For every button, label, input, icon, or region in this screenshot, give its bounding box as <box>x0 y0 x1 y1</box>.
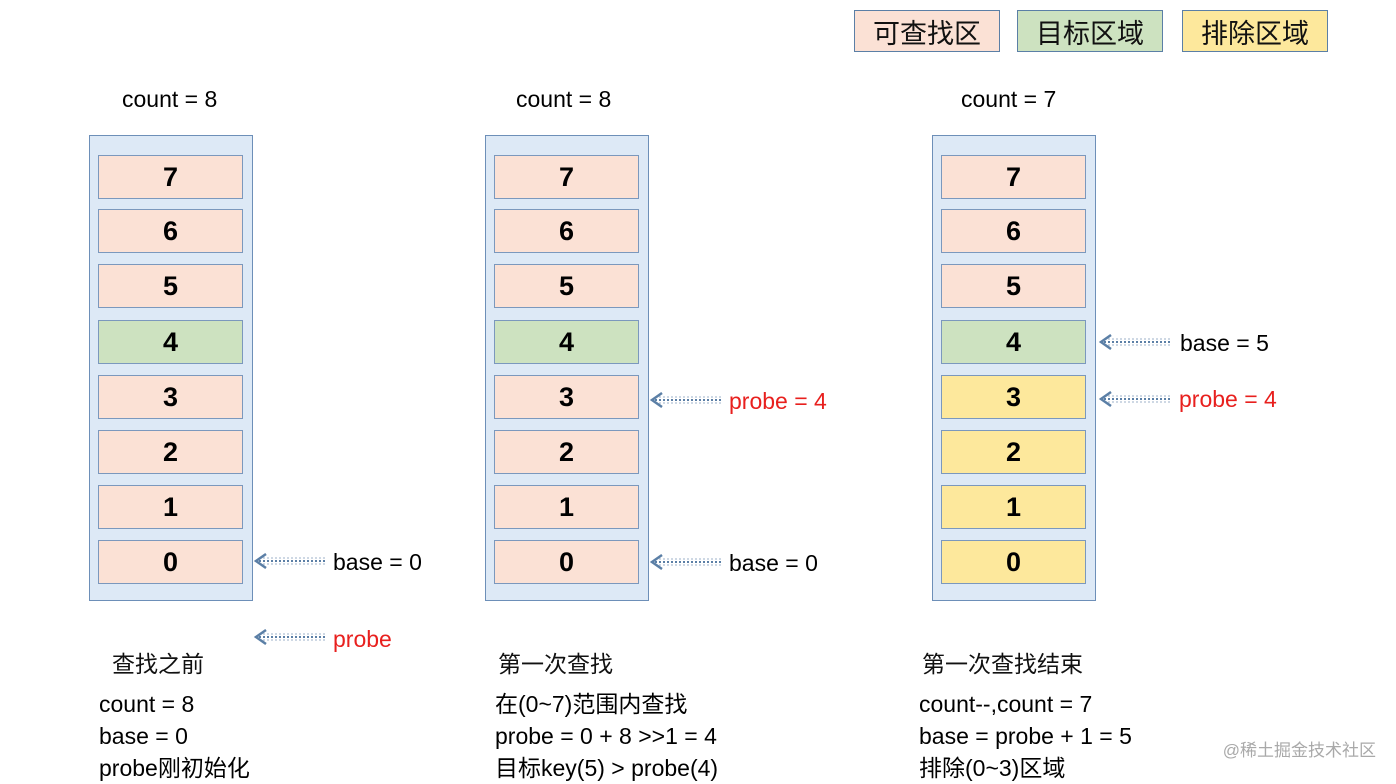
note-line: base = probe + 1 = 5 <box>919 723 1132 749</box>
probe-pointer-arrow <box>650 392 721 408</box>
array-cell: 4 <box>98 320 243 364</box>
array-cell: 5 <box>941 264 1086 308</box>
probe-pointer-label: probe = 4 <box>1179 386 1277 412</box>
array-cell: 2 <box>494 430 639 474</box>
note-line: 排除(0~3)区域 <box>919 755 1066 781</box>
array-cell: 4 <box>941 320 1086 364</box>
note-line: 在(0~7)范围内查找 <box>495 691 688 717</box>
panel-3-notes: count--,count = 7 base = probe + 1 = 5 排… <box>919 688 1132 784</box>
array-cell: 0 <box>98 540 243 584</box>
panel-1-array: 7 6 5 4 3 2 1 0 <box>89 135 253 601</box>
array-cell: 6 <box>941 209 1086 253</box>
array-cell: 2 <box>98 430 243 474</box>
legend-target: 目标区域 <box>1017 10 1163 52</box>
array-cell: 7 <box>941 155 1086 199</box>
legend-excluded: 排除区域 <box>1182 10 1328 52</box>
panel-3-array: 7 6 5 4 3 2 1 0 <box>932 135 1096 601</box>
array-cell: 6 <box>98 209 243 253</box>
note-line: count--,count = 7 <box>919 691 1093 717</box>
panel-2-array: 7 6 5 4 3 2 1 0 <box>485 135 649 601</box>
panel-1-caption: 查找之前 <box>112 652 204 678</box>
array-cell: 5 <box>98 264 243 308</box>
array-cell: 1 <box>494 485 639 529</box>
array-cell: 0 <box>941 540 1086 584</box>
panel-2-caption: 第一次查找 <box>498 652 613 678</box>
base-pointer-arrow <box>254 553 325 569</box>
array-cell: 5 <box>494 264 639 308</box>
note-line: 目标key(5) > probe(4) <box>495 755 719 781</box>
array-cell: 7 <box>494 155 639 199</box>
array-cell: 3 <box>494 375 639 419</box>
array-cell: 1 <box>98 485 243 529</box>
base-pointer-arrow <box>1099 334 1170 350</box>
panel-3-count-label: count = 7 <box>961 86 1057 112</box>
probe-pointer-arrow <box>1099 391 1170 407</box>
panel-3-caption: 第一次查找结束 <box>922 652 1083 678</box>
note-line: count = 8 <box>99 691 195 717</box>
base-pointer-label: base = 5 <box>1180 330 1269 356</box>
panel-1-notes: count = 8 base = 0 probe刚初始化 <box>99 688 250 784</box>
base-pointer-label: base = 0 <box>333 549 422 575</box>
base-pointer-label: base = 0 <box>729 550 818 576</box>
watermark: @稀土掘金技术社区 <box>1222 741 1376 760</box>
probe-pointer-arrow <box>254 629 325 645</box>
array-cell: 1 <box>941 485 1086 529</box>
panel-2-notes: 在(0~7)范围内查找 probe = 0 + 8 >>1 = 4 目标key(… <box>495 688 718 784</box>
array-cell: 7 <box>98 155 243 199</box>
base-pointer-arrow <box>650 554 721 570</box>
array-cell: 2 <box>941 430 1086 474</box>
array-cell: 0 <box>494 540 639 584</box>
array-cell: 3 <box>98 375 243 419</box>
probe-pointer-label: probe <box>333 626 392 652</box>
note-line: base = 0 <box>99 723 188 749</box>
note-line: probe = 0 + 8 >>1 = 4 <box>495 723 717 749</box>
probe-pointer-label: probe = 4 <box>729 388 827 414</box>
array-cell: 6 <box>494 209 639 253</box>
legend-searchable: 可查找区 <box>854 10 1000 52</box>
note-line: probe刚初始化 <box>99 755 250 781</box>
panel-2-count-label: count = 8 <box>516 86 612 112</box>
panel-1-count-label: count = 8 <box>122 86 218 112</box>
array-cell: 4 <box>494 320 639 364</box>
array-cell: 3 <box>941 375 1086 419</box>
